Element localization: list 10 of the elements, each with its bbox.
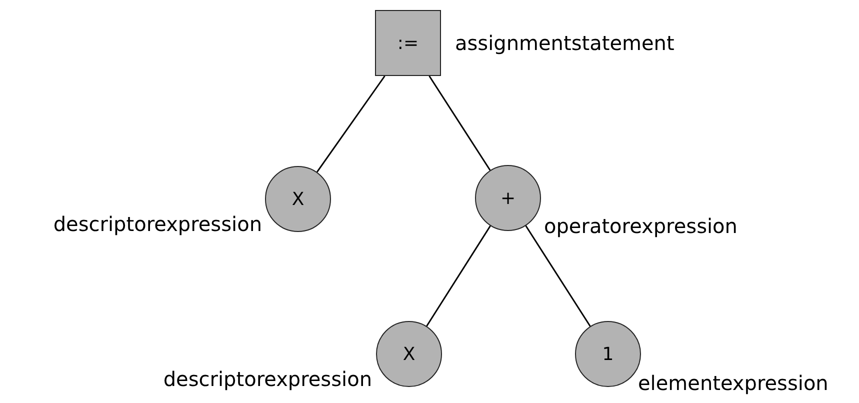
node-type-label: descriptorexpression (163, 367, 372, 391)
node-type-label: assignmentstatement (455, 31, 674, 55)
node-type-label: operatorexpression (544, 214, 738, 238)
operator-box: := (375, 10, 441, 76)
connector-line (525, 225, 591, 327)
connector-line (428, 76, 491, 171)
node-type-label: descriptorexpression (53, 212, 262, 236)
connector-line (426, 225, 491, 327)
node-type-label: elementexpression (638, 371, 828, 395)
connector-line (316, 76, 386, 172)
